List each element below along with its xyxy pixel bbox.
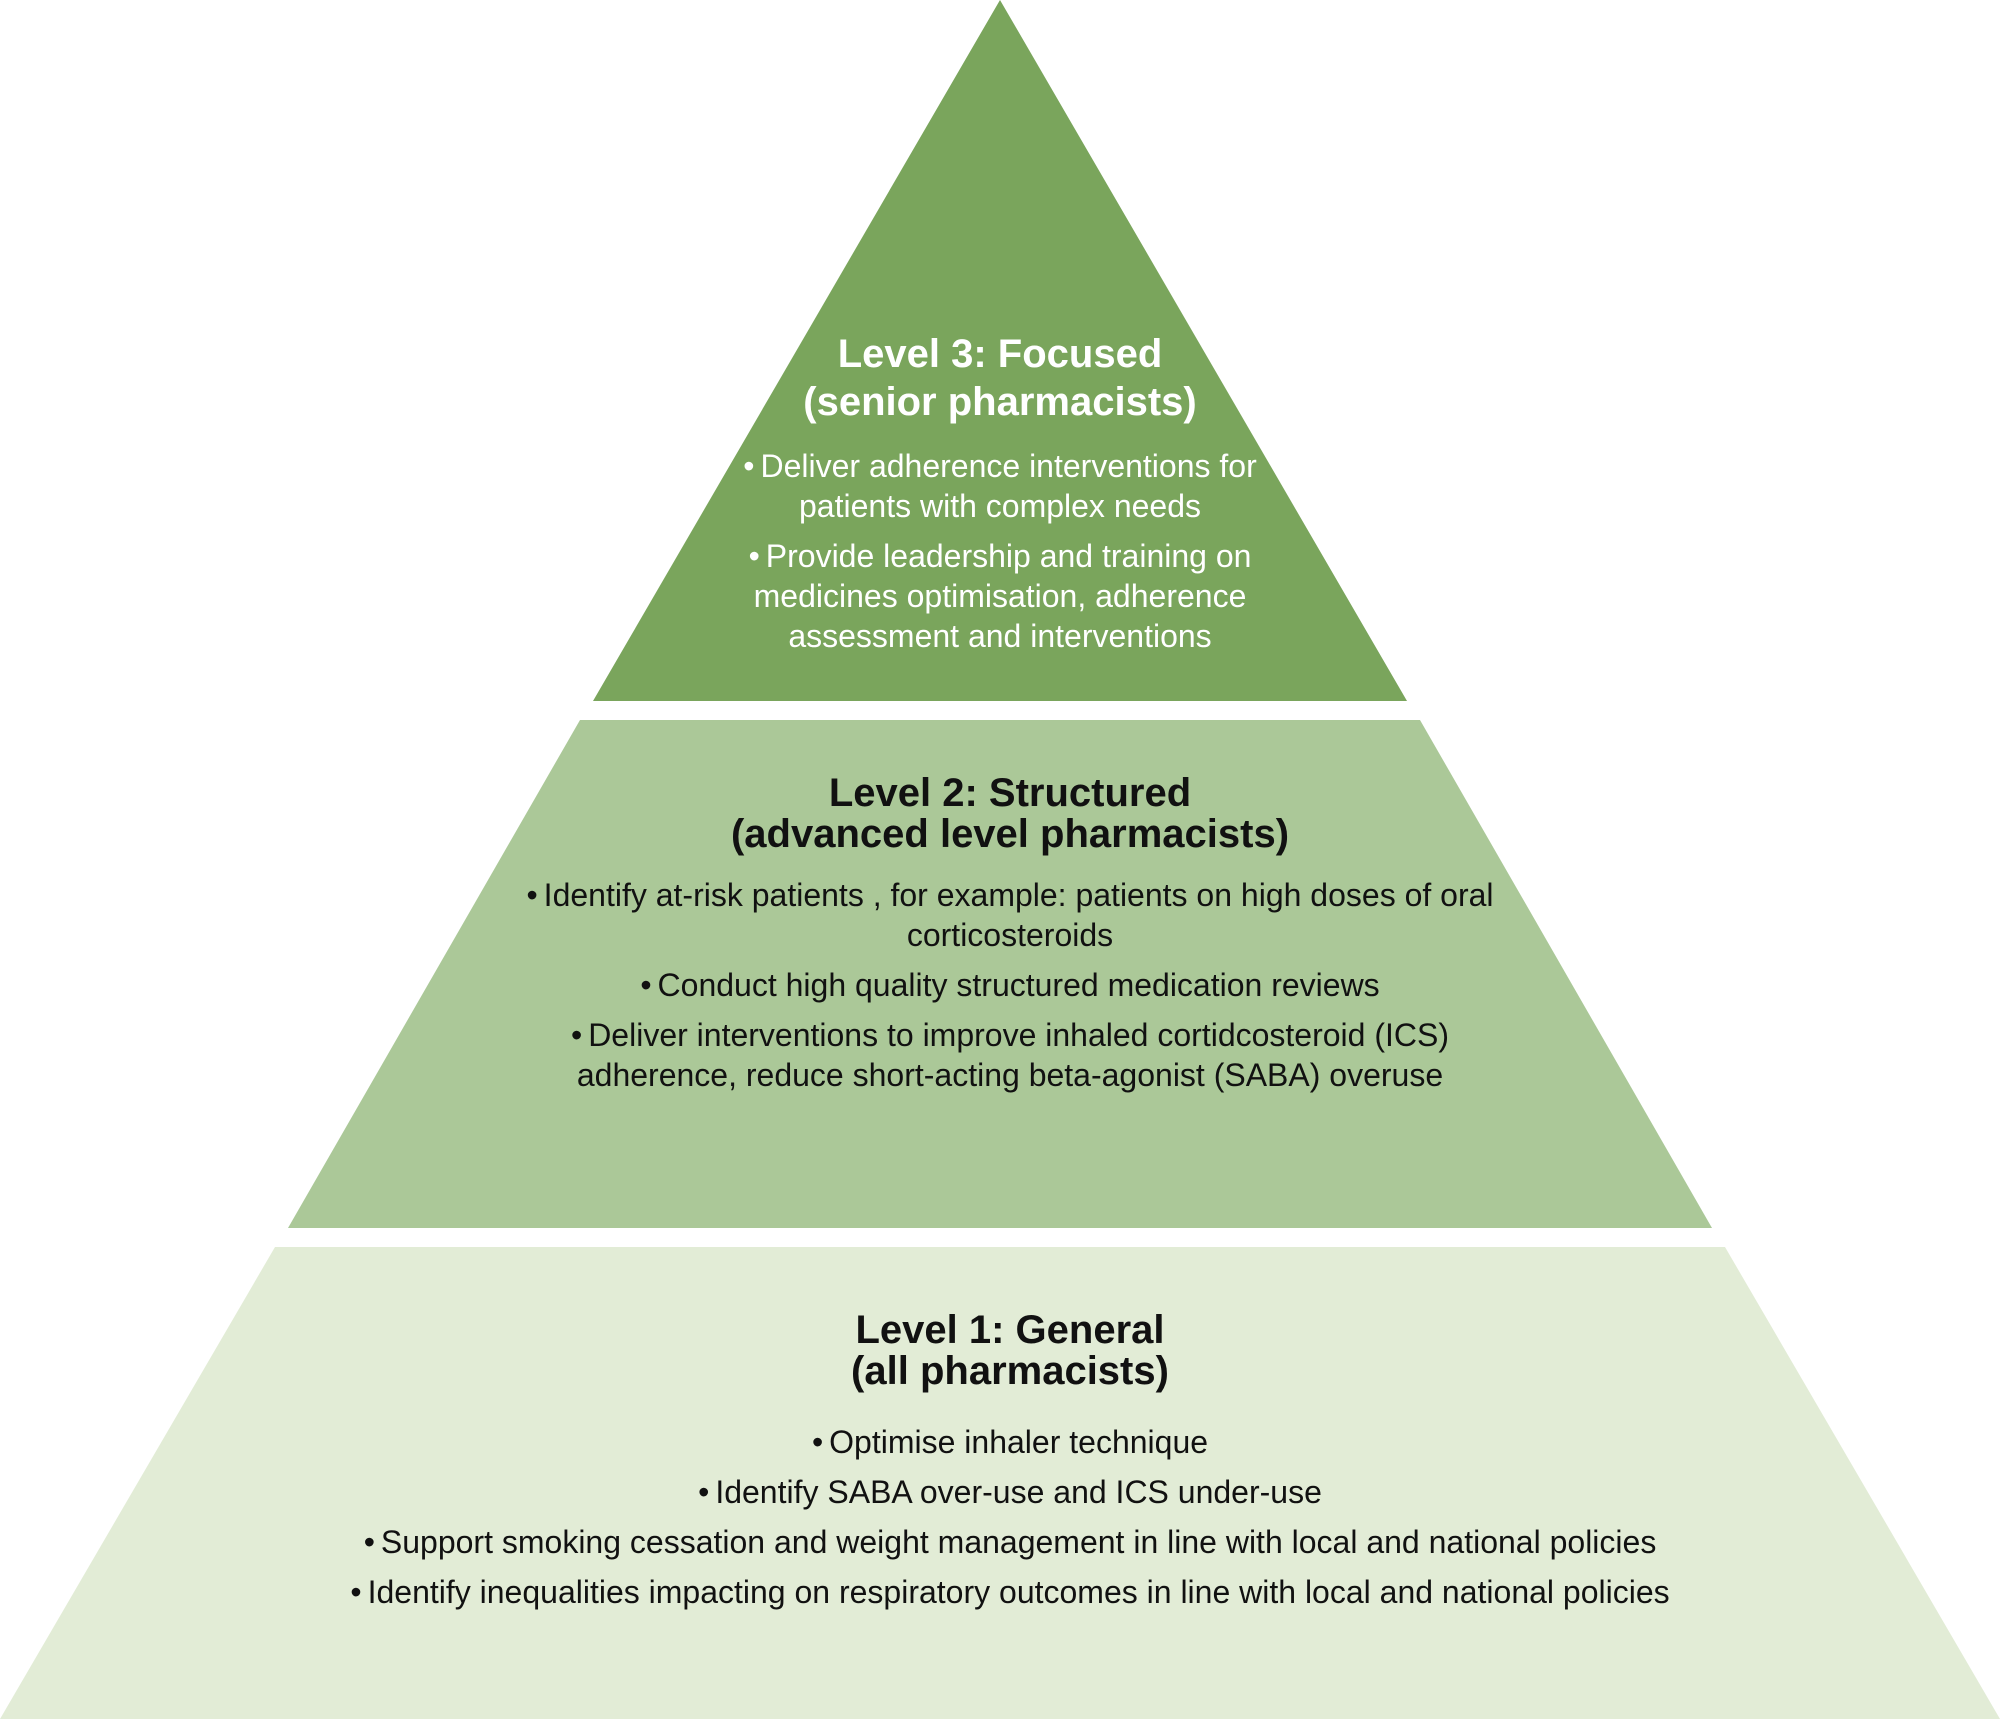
level3-title-line1: Level 3: Focused [837, 332, 1163, 376]
level3-text-block: Level 3: Focused (senior pharmacists) De… [700, 330, 1300, 656]
list-item: Provide leadership and training on medic… [700, 536, 1300, 656]
level1-bullet-list: Optimise inhaler technique Identify SABA… [250, 1422, 1770, 1612]
list-item: Deliver interventions to improve inhaled… [500, 1015, 1520, 1095]
level2-title-line2: (advanced level pharmacists) [730, 812, 1290, 856]
level3-title: Level 3: Focused (senior pharmacists) [700, 330, 1300, 426]
level1-title-line2: (all pharmacists) [851, 1349, 1169, 1393]
list-item: Identify at-risk patients , for example:… [500, 875, 1520, 955]
level1-text-block: Level 1: General (all pharmacists) Optim… [250, 1310, 1770, 1612]
level3-bullet-list: Deliver adherence interventions for pati… [700, 446, 1300, 656]
list-item: Support smoking cessation and weight man… [250, 1522, 1770, 1562]
level1-title-line1: Level 1: General [855, 1308, 1165, 1352]
list-item: Identify SABA over-use and ICS under-use [250, 1472, 1770, 1512]
level2-bullet-list: Identify at-risk patients , for example:… [500, 875, 1520, 1095]
level1-title: Level 1: General (all pharmacists) [250, 1310, 1770, 1392]
list-item: Identify inequalities impacting on respi… [250, 1572, 1770, 1612]
level3-title-line2: (senior pharmacists) [803, 380, 1197, 424]
list-item: Deliver adherence interventions for pati… [700, 446, 1300, 526]
level2-title-line1: Level 2: Structured [828, 771, 1192, 815]
level2-text-block: Level 2: Structured (advanced level phar… [500, 773, 1520, 1095]
list-item: Optimise inhaler technique [250, 1422, 1770, 1462]
level2-title: Level 2: Structured (advanced level phar… [500, 773, 1520, 855]
list-item: Conduct high quality structured medicati… [500, 965, 1520, 1005]
